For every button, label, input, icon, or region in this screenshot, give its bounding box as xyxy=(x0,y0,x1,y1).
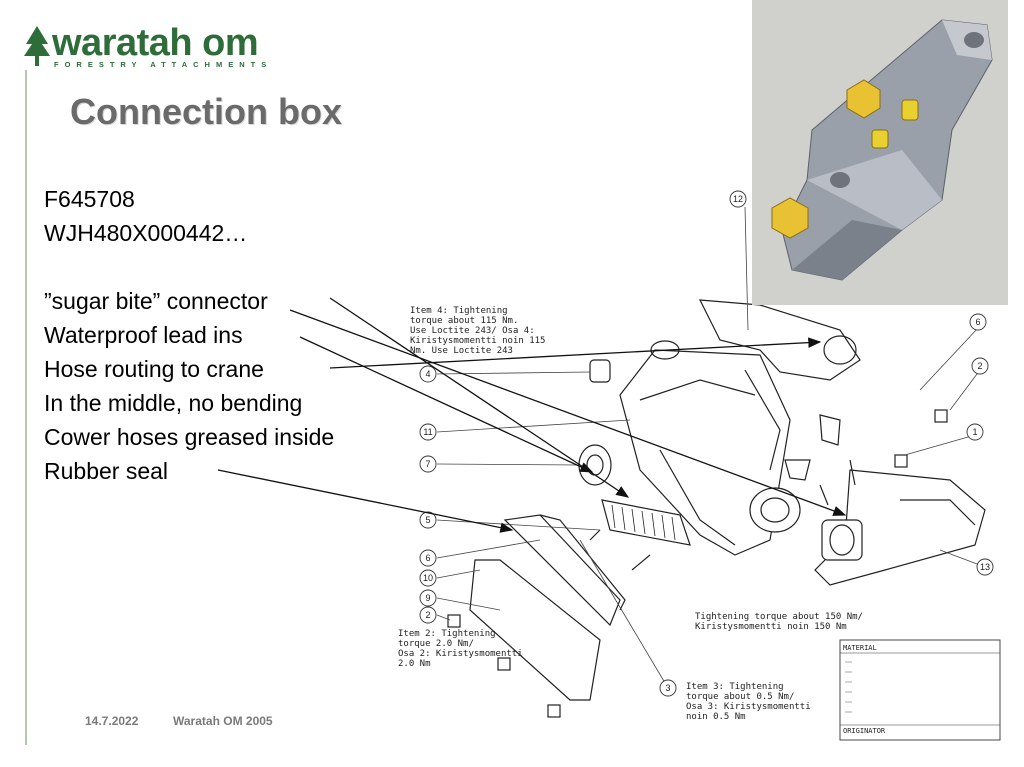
callout-11: 11 xyxy=(423,427,432,437)
note-item3: Item 3: Tightening torque about 0.5 Nm/ … xyxy=(686,682,811,722)
svg-text:ORIGINATOR: ORIGINATOR xyxy=(843,727,886,735)
svg-text:Item 3: Tightening: Item 3: Tightening xyxy=(686,682,784,692)
svg-text:Kiristysmomentti noin 115: Kiristysmomentti noin 115 xyxy=(410,336,545,346)
svg-text:2.0 Nm: 2.0 Nm xyxy=(398,659,431,669)
bullet-greased: Cower hoses greased inside xyxy=(44,424,335,450)
callout-9: 9 xyxy=(425,593,430,603)
part-number: F645708 xyxy=(44,186,135,212)
slide-title: Connection box xyxy=(70,91,342,132)
svg-text:Tightening torque about 150 Nm: Tightening torque about 150 Nm/ xyxy=(695,612,863,622)
bullet-no-bending: In the middle, no bending xyxy=(44,390,303,416)
connection-box-render xyxy=(752,0,1008,305)
svg-text:noin 0.5 Nm: noin 0.5 Nm xyxy=(686,712,746,722)
arrow-hose-routing xyxy=(329,337,822,369)
callout-12: 12 xyxy=(733,194,743,204)
arrow-lead-ins-2 xyxy=(299,336,594,473)
bullet-rubber-seal: Rubber seal xyxy=(44,458,169,484)
logo-tagline: FORESTRY ATTACHMENTS xyxy=(54,60,273,69)
callout-4: 4 xyxy=(425,369,430,379)
svg-text:Item 2: Tightening: Item 2: Tightening xyxy=(398,629,496,639)
svg-text:MATERIAL: MATERIAL xyxy=(843,644,877,652)
svg-text:Use Loctite 243/ Osa 4:: Use Loctite 243/ Osa 4: xyxy=(410,326,535,336)
waratah-logo: waratah om FORESTRY ATTACHMENTS xyxy=(24,22,274,72)
callout-7: 7 xyxy=(425,459,430,469)
render-illustration xyxy=(752,0,1008,305)
svg-text:torque 2.0 Nm/: torque 2.0 Nm/ xyxy=(398,639,474,649)
logo-wordmark: waratah om xyxy=(52,22,259,64)
svg-text:Osa 3: Kiristysmomentti: Osa 3: Kiristysmomentti xyxy=(686,702,811,712)
callout-2b: 2 xyxy=(425,610,430,620)
callout-3: 3 xyxy=(665,683,670,693)
note-torque-150: Tightening torque about 150 Nm/ Kiristys… xyxy=(695,612,863,632)
arrow-sugar-bite xyxy=(329,297,630,498)
slide-body: F645708 WJH480X000442… ”sugar bite” conn… xyxy=(44,182,334,488)
note-item4: Item 4: Tightening torque about 115 Nm. … xyxy=(410,306,545,356)
svg-text:torque about 115 Nm.: torque about 115 Nm. xyxy=(410,316,518,326)
callout-13: 13 xyxy=(980,562,990,572)
svg-text:Kiristysmomentti noin 150 Nm: Kiristysmomentti noin 150 Nm xyxy=(695,622,847,632)
callout-10: 10 xyxy=(423,573,433,583)
bullet-lead-ins: Waterproof lead ins xyxy=(44,322,243,348)
callout-1: 1 xyxy=(972,427,977,437)
serial-number: WJH480X000442… xyxy=(44,220,248,246)
callout-6b: 6 xyxy=(425,553,430,563)
footer-company: Waratah OM 2005 xyxy=(173,714,273,728)
title-block: MATERIAL ORIGINATOR xyxy=(839,639,1001,741)
arrow-rubber-seal xyxy=(217,469,514,533)
svg-text:Osa 2: Kiristysmomentti: Osa 2: Kiristysmomentti xyxy=(398,649,523,659)
left-accent-rule xyxy=(25,70,27,745)
callout-6: 6 xyxy=(975,317,980,327)
callout-5: 5 xyxy=(425,515,430,525)
note-item2: Item 2: Tightening torque 2.0 Nm/ Osa 2:… xyxy=(398,629,523,669)
svg-text:Nm. Use Loctite 243: Nm. Use Loctite 243 xyxy=(410,346,513,356)
svg-text:torque about 0.5 Nm/: torque about 0.5 Nm/ xyxy=(686,692,794,702)
bullet-hose-routing: Hose routing to crane xyxy=(44,356,264,382)
footer-date: 14.7.2022 xyxy=(85,714,139,728)
svg-text:Item 4: Tightening: Item 4: Tightening xyxy=(410,306,508,316)
callout-2: 2 xyxy=(977,361,982,371)
tree-icon xyxy=(24,26,50,66)
arrow-lead-ins-1 xyxy=(289,309,847,516)
bullet-sugar-bite: ”sugar bite” connector xyxy=(44,288,268,314)
